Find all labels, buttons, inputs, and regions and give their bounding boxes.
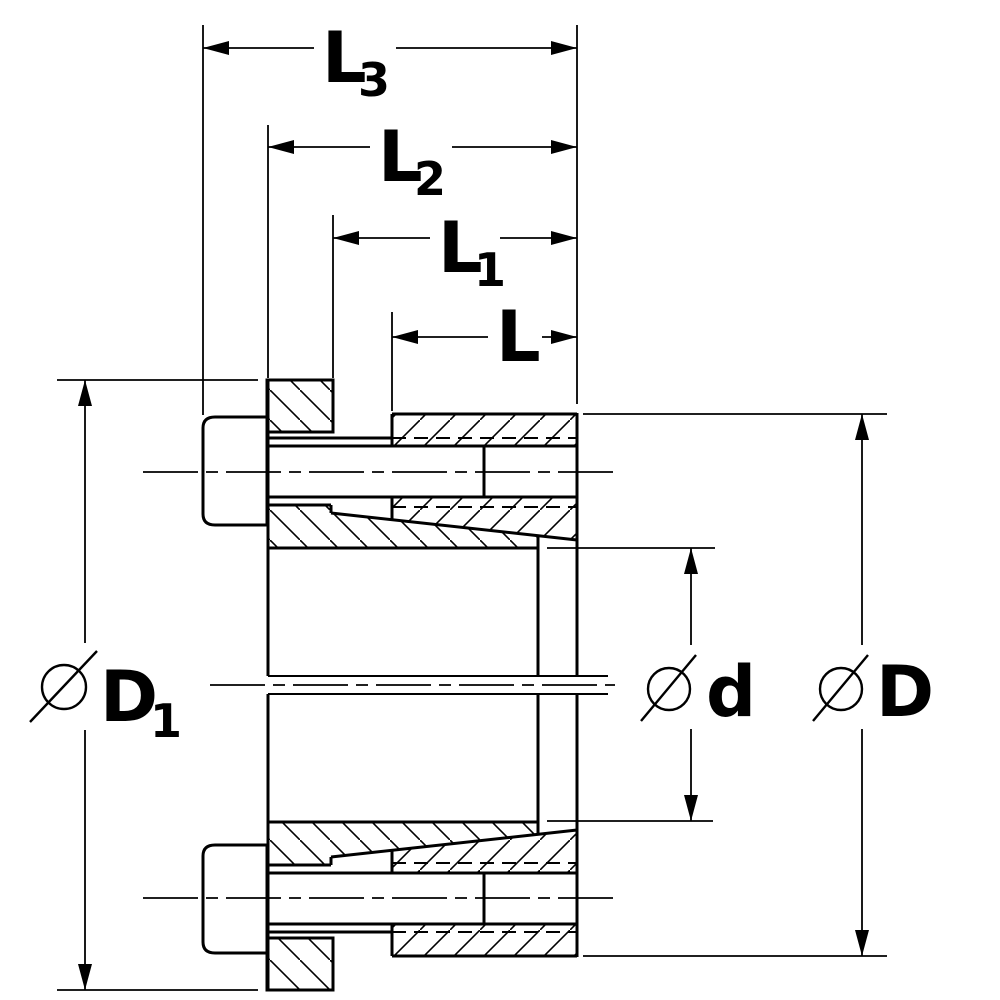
dimension-arrowheads (78, 41, 869, 990)
dimension-labels: L 3 L 2 L 1 L D 1 d D (100, 17, 934, 748)
hatch-collar-top (267, 380, 333, 432)
diameter-symbol-D1 (29, 650, 98, 723)
dim-label-d: d (706, 651, 756, 733)
diameter-symbol-D (812, 654, 869, 722)
dim-label-D: D (876, 651, 934, 733)
centerlines (143, 471, 615, 899)
diameter-symbols (29, 650, 869, 723)
dim-label-L: L (496, 296, 541, 378)
dim-label-L1: L (438, 207, 483, 289)
diameter-symbol-d (640, 654, 697, 722)
hatch-outer-flange-bottom (392, 924, 577, 956)
dim-label-L3: L (322, 17, 367, 99)
dim-label-L2: L (378, 116, 423, 198)
dim-label-L2-sub: 2 (414, 152, 446, 206)
hatch-outer-flange-top (392, 414, 577, 446)
hatch-collar-bottom (267, 938, 333, 990)
hatch-inner-sleeve-top (268, 505, 538, 548)
hatch-inner-sleeve-bottom (268, 822, 538, 865)
dim-label-L3-sub: 3 (358, 53, 390, 107)
dim-label-D1-sub: 1 (150, 694, 182, 748)
extension-lines (57, 25, 887, 991)
dim-label-L1-sub: 1 (474, 243, 506, 297)
sleeve-slit-lines (268, 675, 608, 695)
dim-label-D1: D (100, 656, 158, 738)
